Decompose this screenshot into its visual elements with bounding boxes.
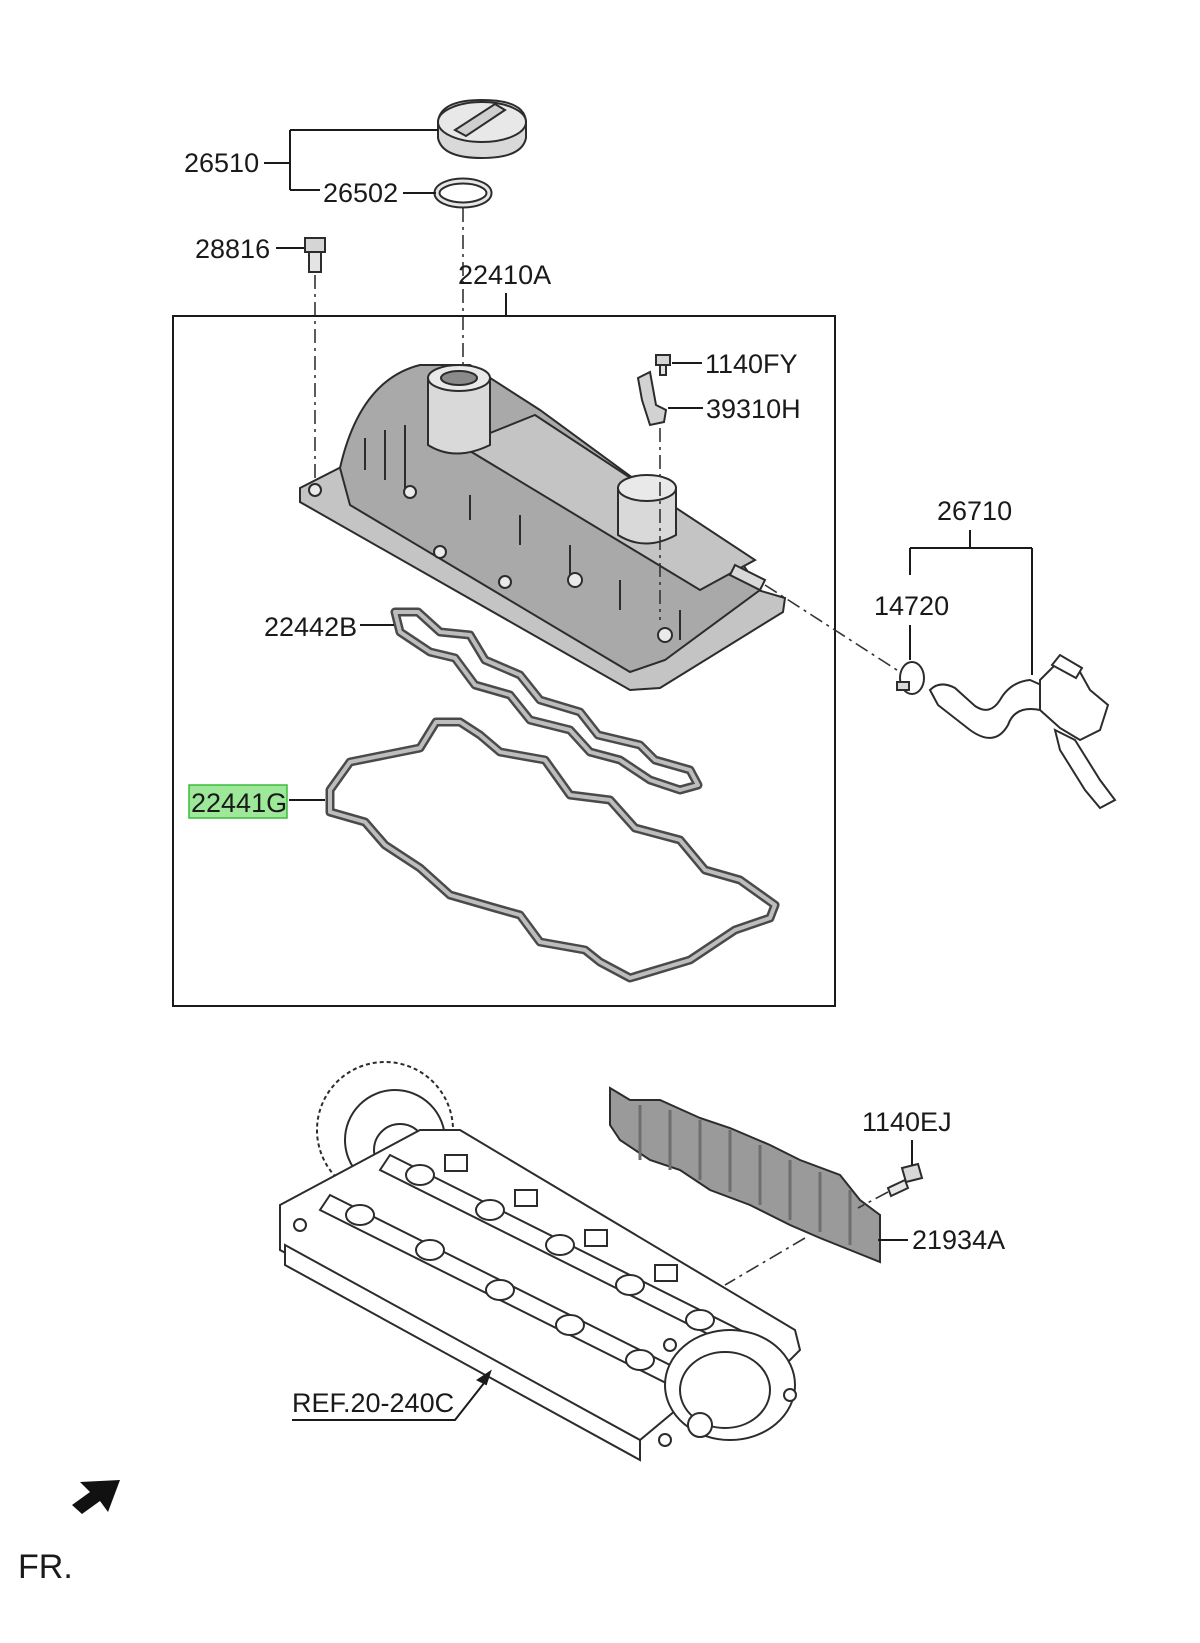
leader-26510 <box>264 129 438 191</box>
label-1140FY[interactable]: 1140FY <box>705 349 798 379</box>
label-39310H[interactable]: 39310H <box>706 394 801 424</box>
label-28816[interactable]: 28816 <box>195 234 270 264</box>
bolt-1140FY[interactable] <box>655 354 671 376</box>
label-22410A[interactable]: 22410A <box>458 260 551 290</box>
heat-shield[interactable] <box>609 1086 881 1264</box>
cap-seal-ring[interactable] <box>433 177 493 209</box>
leader-26710 <box>909 530 1033 675</box>
label-22441G[interactable]: 22441G <box>191 788 287 818</box>
label-21934A[interactable]: 21934A <box>912 1225 1005 1255</box>
label-front: FR. <box>18 1548 73 1586</box>
label-22442B[interactable]: 22442B <box>264 612 357 642</box>
front-direction-indicator: FR. <box>18 1480 120 1586</box>
label-22441G-highlight <box>188 784 288 819</box>
label-ref[interactable]: REF.20-240C <box>292 1388 454 1418</box>
label-26502[interactable]: 26502 <box>323 178 398 208</box>
label-26510[interactable]: 26510 <box>184 148 259 178</box>
cam-sensor[interactable] <box>636 370 668 427</box>
cylinder-head[interactable] <box>279 1061 802 1462</box>
gasket-22442B[interactable] <box>390 607 703 795</box>
front-arrow-icon <box>72 1480 120 1514</box>
valve-cover[interactable] <box>299 364 787 692</box>
label-1140EJ[interactable]: 1140EJ <box>862 1107 952 1137</box>
oil-filler-cap[interactable] <box>437 98 527 160</box>
bolt-1140EJ[interactable] <box>886 1162 924 1198</box>
bolt-28816[interactable] <box>304 237 326 273</box>
label-26710[interactable]: 26710 <box>937 496 1012 526</box>
centerline-shield <box>724 1237 806 1286</box>
pcv-hose[interactable] <box>928 653 1117 810</box>
gasket-22441G[interactable] <box>325 717 780 983</box>
assembly-frame <box>172 315 836 1007</box>
label-14720[interactable]: 14720 <box>874 591 949 621</box>
ref-arrow <box>476 1369 492 1386</box>
hose-clamp[interactable] <box>896 661 925 695</box>
centerline-bolt-ej <box>857 1191 889 1209</box>
leader-ref <box>292 1377 489 1421</box>
